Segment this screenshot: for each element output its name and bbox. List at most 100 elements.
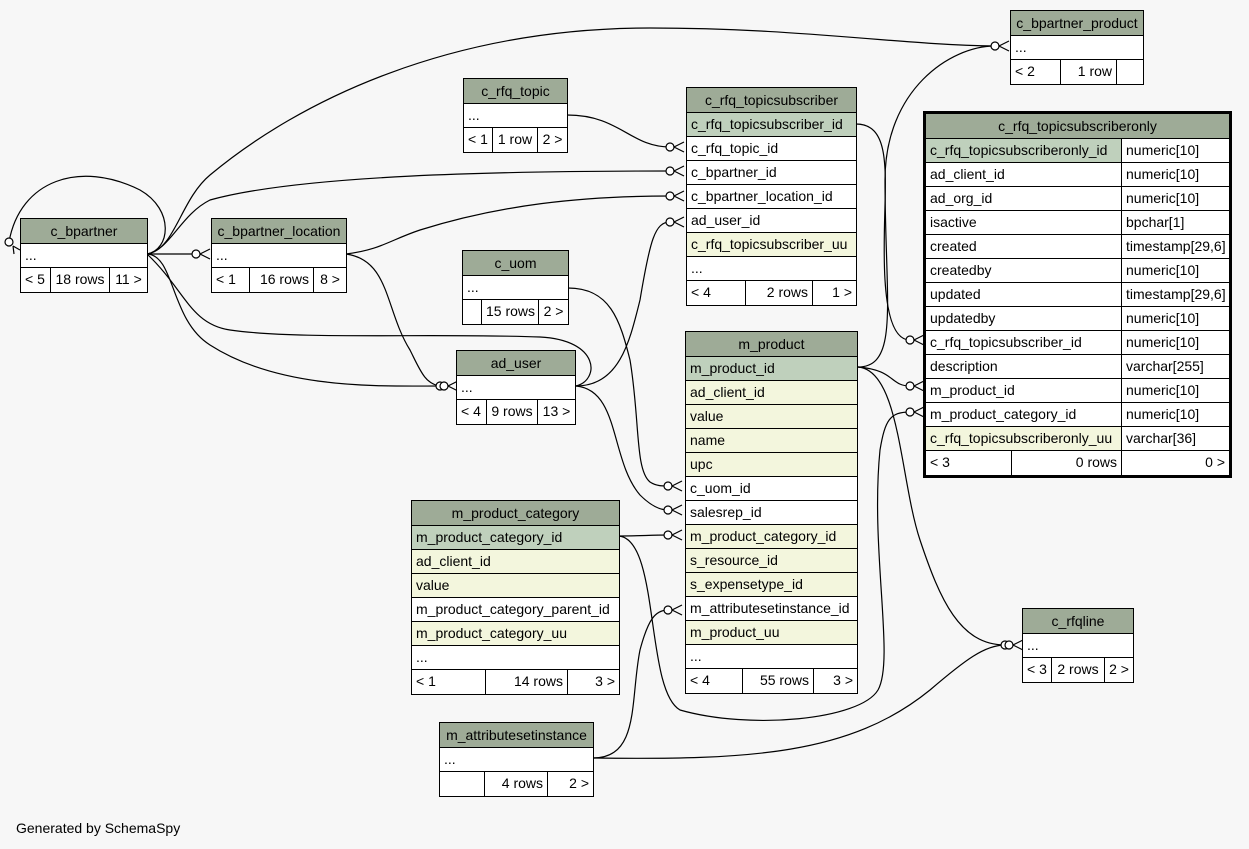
edge-asi-to-m-product <box>592 609 669 759</box>
column-m-product-category-uu: m_product_category_uu <box>416 625 567 641</box>
column-ellipsis: ... <box>216 247 228 263</box>
table-title[interactable]: m_attributesetinstance <box>440 723 593 748</box>
parents-count[interactable]: < 4 <box>457 400 487 424</box>
children-count[interactable]: 3 > <box>595 673 615 689</box>
column-ellipsis: ... <box>444 751 456 767</box>
table-m-attributesetinstance[interactable]: m_attributesetinstance ... 4 rows 2 > <box>439 722 594 797</box>
children-count[interactable]: 8 > <box>320 271 340 287</box>
table-title[interactable]: c_bpartner_product <box>1011 11 1143 36</box>
edge-ad-user-to-topicsubscriber <box>575 221 671 387</box>
table-title[interactable]: c_rfq_topic <box>464 79 567 104</box>
table-c-rfqline[interactable]: c_rfqline ... < 3 2 rows 2 > <box>1022 608 1134 683</box>
column-type: numeric[10] <box>1122 331 1229 354</box>
parents-count[interactable]: < 3 <box>1023 658 1052 682</box>
row-count: 16 rows <box>250 268 314 292</box>
parents-count[interactable]: < 3 <box>926 451 1012 475</box>
column-m-product-category-id: m_product_category_id <box>690 528 837 544</box>
parents-count[interactable]: < 4 <box>686 669 743 693</box>
column-name: ad_client_id <box>926 163 1122 186</box>
parents-count[interactable] <box>440 772 485 796</box>
edge-m-product-to-only <box>857 366 911 387</box>
column-type: numeric[10] <box>1122 259 1229 282</box>
table-ad-user[interactable]: ad_user ... < 4 9 rows 13 > <box>456 350 576 425</box>
edge-location-to-topicsubscriber <box>345 195 671 255</box>
column-ad-client-id: ad_client_id <box>690 384 765 400</box>
column-c-bpartner-id: c_bpartner_id <box>691 164 777 180</box>
edge-category-to-only <box>618 411 911 721</box>
parents-count[interactable]: < 2 <box>1011 60 1061 84</box>
table-c-uom[interactable]: c_uom ... 15 rows 2 > <box>462 250 569 325</box>
column-upc: upc <box>690 456 713 472</box>
column-name: name <box>690 432 726 448</box>
column-type: numeric[10] <box>1122 307 1229 330</box>
column-type: numeric[10] <box>1122 187 1229 210</box>
column-name: createdby <box>926 259 1122 282</box>
column-type: numeric[10] <box>1122 139 1229 162</box>
children-count[interactable]: 1 > <box>832 284 852 300</box>
row-count: 9 rows <box>487 400 538 424</box>
column-value: value <box>416 577 450 593</box>
table-title[interactable]: c_bpartner_location <box>212 219 346 244</box>
table-c-rfq-topicsubscriber[interactable]: c_rfq_topicsubscriber c_rfq_topicsubscri… <box>686 87 857 306</box>
column-m-product-uu: m_product_uu <box>690 624 780 640</box>
column-ad-user-id: ad_user_id <box>691 212 761 228</box>
table-c-rfq-topicsubscriberonly[interactable]: c_rfq_topicsubscriberonly c_rfq_topicsub… <box>923 111 1232 478</box>
column-name: c_rfq_topicsubscriberonly_uu <box>926 427 1122 450</box>
children-count[interactable] <box>1117 60 1143 84</box>
row-count: 15 rows <box>482 300 539 324</box>
column-c-rfq-topicsubscriber-uu: c_rfq_topicsubscriber_uu <box>691 236 848 252</box>
table-c-rfq-topic[interactable]: c_rfq_topic ... < 1 1 row 2 > <box>463 78 568 153</box>
column-type: varchar[255] <box>1122 355 1229 378</box>
children-count[interactable]: 2 > <box>1109 661 1129 677</box>
column-name: c_rfq_topicsubscriber_id <box>926 331 1122 354</box>
table-title[interactable]: m_product_category <box>412 501 619 526</box>
table-title[interactable]: c_uom <box>463 251 568 276</box>
generated-by-credit: Generated by SchemaSpy <box>16 820 181 836</box>
parents-count[interactable]: < 5 <box>21 268 51 292</box>
row-count: 55 rows <box>743 669 814 693</box>
table-title[interactable]: m_product <box>686 332 857 357</box>
table-m-product-category[interactable]: m_product_category m_product_category_id… <box>411 500 620 695</box>
row-count: 2 rows <box>1052 658 1105 682</box>
parents-count[interactable]: < 1 <box>412 670 486 694</box>
table-title[interactable]: ad_user <box>457 351 575 376</box>
table-title[interactable]: c_rfqline <box>1023 609 1133 634</box>
column-s-resource-id: s_resource_id <box>690 552 778 568</box>
children-count[interactable]: 13 > <box>542 403 571 419</box>
row-count: 4 rows <box>485 772 548 796</box>
table-title[interactable]: c_rfq_topicsubscriberonly <box>926 114 1229 139</box>
table-c-bpartner[interactable]: c_bpartner ... < 5 18 rows 11 > <box>20 218 148 293</box>
edge-ad-user-self <box>146 253 592 387</box>
table-title[interactable]: c_rfq_topicsubscriber <box>687 88 856 113</box>
column-name: c_rfq_topicsubscriberonly_id <box>926 139 1122 162</box>
parents-count[interactable]: < 4 <box>687 281 746 305</box>
edge-c-bpartner-self <box>8 175 166 255</box>
column-name: m_product_category_id <box>926 403 1122 426</box>
children-count[interactable]: 0 > <box>1205 454 1225 470</box>
children-count[interactable]: 2 > <box>542 131 563 147</box>
column-name: ad_org_id <box>926 187 1122 210</box>
column-ad-client-id: ad_client_id <box>416 553 491 569</box>
edge-c-bpartner-to-c-bpartner-product <box>146 27 996 255</box>
children-count[interactable]: 11 > <box>115 271 142 287</box>
table-m-product[interactable]: m_product m_product_id ad_client_id valu… <box>685 331 858 694</box>
column-type: bpchar[1] <box>1122 211 1229 234</box>
table-c-bpartner-product[interactable]: c_bpartner_product ... < 2 1 row <box>1010 10 1144 85</box>
row-count: 14 rows <box>486 670 568 694</box>
table-title[interactable]: c_bpartner <box>21 219 147 244</box>
children-count[interactable]: 2 > <box>569 775 589 791</box>
parents-count[interactable]: < 1 <box>212 268 250 292</box>
column-ellipsis: ... <box>416 649 428 665</box>
table-c-bpartner-location[interactable]: c_bpartner_location ... < 1 16 rows 8 > <box>211 218 347 293</box>
parents-count[interactable]: < 1 <box>464 128 493 152</box>
column-m-product-id: m_product_id <box>690 360 775 376</box>
column-ellipsis: ... <box>25 247 37 263</box>
children-count[interactable]: 3 > <box>833 672 853 688</box>
edge-location-to-ad-user <box>345 253 441 387</box>
column-ellipsis: ... <box>1027 637 1039 653</box>
row-count: 1 row <box>1061 60 1117 84</box>
parents-count[interactable] <box>463 300 482 324</box>
column-ellipsis: ... <box>467 279 479 295</box>
children-count[interactable]: 2 > <box>543 303 564 319</box>
